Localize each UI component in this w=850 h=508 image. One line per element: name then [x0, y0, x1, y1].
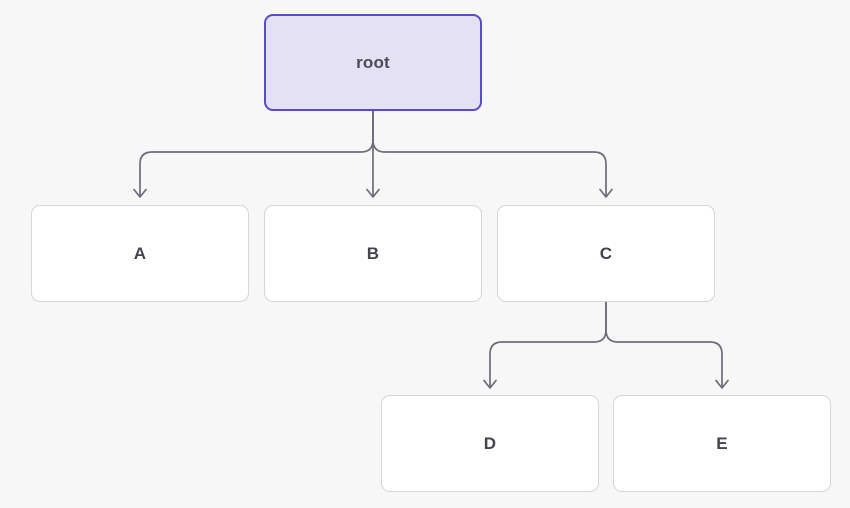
edge-root-a: [133, 110, 374, 198]
node-b[interactable]: B: [264, 205, 482, 302]
node-c[interactable]: C: [497, 205, 715, 302]
node-d[interactable]: D: [381, 395, 599, 492]
node-e[interactable]: E: [613, 395, 831, 492]
node-root[interactable]: root: [264, 14, 482, 111]
edge-root-b: [366, 110, 380, 198]
node-c-label: C: [599, 243, 613, 263]
node-a[interactable]: A: [31, 205, 249, 302]
node-root-label: root: [356, 52, 390, 72]
edge-root-c: [372, 110, 613, 198]
node-e-label: E: [716, 433, 728, 453]
node-a-label: A: [133, 243, 147, 263]
node-b-label: B: [366, 243, 380, 263]
edge-c-e: [605, 301, 729, 389]
node-d-label: D: [483, 433, 497, 453]
edge-c-d: [483, 301, 607, 389]
